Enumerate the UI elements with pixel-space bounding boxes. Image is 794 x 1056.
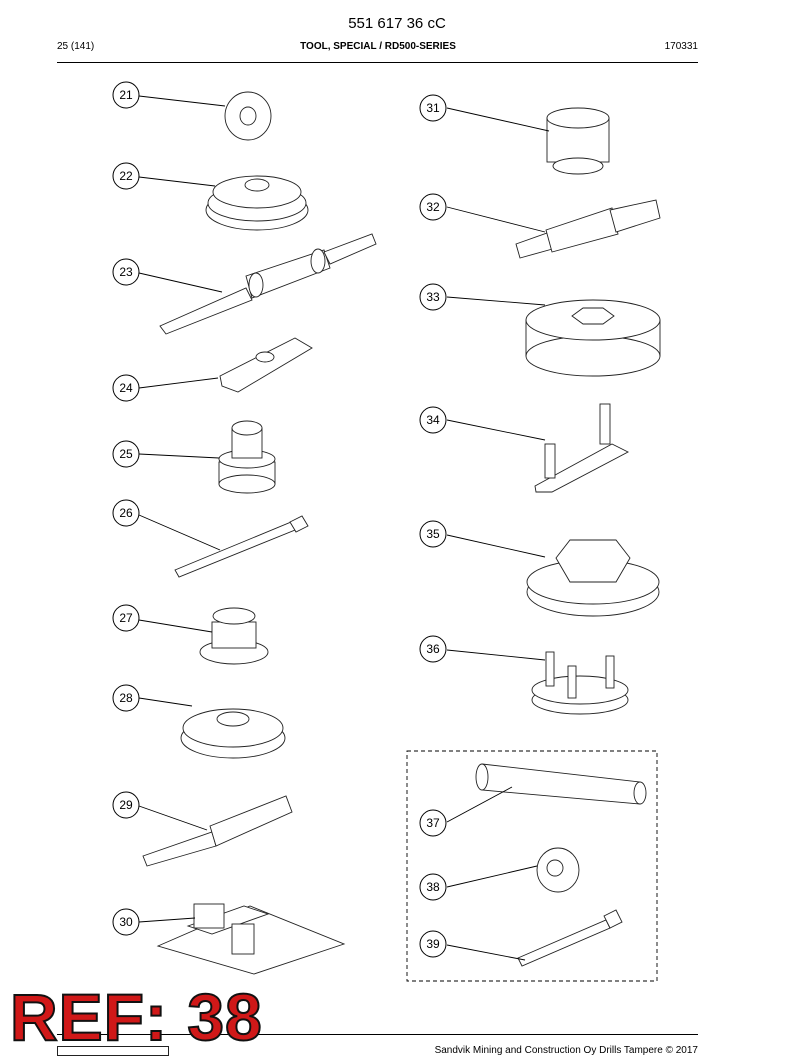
part-37-sleeve-drawing — [475, 763, 647, 805]
callout-35: 35 — [419, 520, 447, 548]
svg-text:38: 38 — [426, 880, 440, 894]
page-reference: 25 (141) — [57, 41, 95, 52]
part-21-washer-drawing — [224, 91, 272, 141]
callout-29: 29 — [112, 791, 140, 819]
callout-24: 24 — [112, 374, 140, 402]
svg-text:33: 33 — [426, 290, 440, 304]
callout-28: 28 — [112, 684, 140, 712]
part-38-washer-drawing — [536, 847, 580, 893]
part-27-bushing-drawing — [199, 607, 269, 665]
svg-text:29: 29 — [119, 798, 133, 812]
part-29-pin-drawing — [142, 795, 293, 867]
part-28-disc-drawing — [180, 708, 286, 759]
callout-30: 30 — [112, 908, 140, 936]
part-30-fixture-drawing — [156, 903, 346, 975]
svg-text:27: 27 — [119, 611, 133, 625]
part-26-rod-drawing — [174, 515, 309, 578]
reference-stamp: REF: 38 — [9, 980, 263, 1054]
callout-27: 27 — [112, 604, 140, 632]
callout-33: 33 — [419, 283, 447, 311]
part-33-plate-drawing — [525, 299, 661, 377]
svg-text:23: 23 — [119, 265, 133, 279]
callout-26: 26 — [112, 499, 140, 527]
part-24-plate-drawing — [219, 337, 313, 393]
svg-text:35: 35 — [426, 527, 440, 541]
svg-text:31: 31 — [426, 101, 440, 115]
svg-text:39: 39 — [426, 937, 440, 951]
part-31-cup-drawing — [546, 107, 610, 175]
section-title: TOOL, SPECIAL / RD500-SERIES — [300, 41, 456, 52]
svg-text:25: 25 — [119, 447, 133, 461]
svg-text:37: 37 — [426, 816, 440, 830]
svg-text:34: 34 — [426, 413, 440, 427]
part-35-hexbase-drawing — [526, 539, 660, 617]
callout-38: 38 — [419, 873, 447, 901]
footer-rule — [57, 1034, 698, 1035]
svg-text:22: 22 — [119, 169, 133, 183]
callout-25: 25 — [112, 440, 140, 468]
callout-36: 36 — [419, 635, 447, 663]
part-group-box — [406, 750, 658, 982]
callout-31: 31 — [419, 94, 447, 122]
svg-text:32: 32 — [426, 200, 440, 214]
svg-text:21: 21 — [119, 88, 133, 102]
callout-21: 21 — [112, 81, 140, 109]
part-22-disc-drawing — [205, 175, 309, 231]
svg-text:30: 30 — [119, 915, 133, 929]
svg-text:26: 26 — [119, 506, 133, 520]
callout-23: 23 — [112, 258, 140, 286]
callout-32: 32 — [419, 193, 447, 221]
header-rule — [57, 62, 698, 63]
footer-copyright: Sandvik Mining and Construction Oy Drill… — [434, 1045, 698, 1056]
part-34-bar-drawing — [534, 403, 629, 493]
part-36-pinplate-drawing — [531, 651, 629, 715]
svg-text:28: 28 — [119, 691, 133, 705]
part-25-bushing-drawing — [218, 420, 276, 494]
svg-text:24: 24 — [119, 381, 133, 395]
part-32-spindle-drawing — [515, 199, 661, 259]
part-23-shaft-drawing — [159, 233, 377, 335]
callout-34: 34 — [419, 406, 447, 434]
callout-39: 39 — [419, 930, 447, 958]
document-title: 551 617 36 cC — [348, 15, 446, 32]
callout-37: 37 — [419, 809, 447, 837]
callout-22: 22 — [112, 162, 140, 190]
part-39-bolt-drawing — [517, 909, 623, 967]
document-code: 170331 — [664, 41, 698, 52]
svg-text:36: 36 — [426, 642, 440, 656]
